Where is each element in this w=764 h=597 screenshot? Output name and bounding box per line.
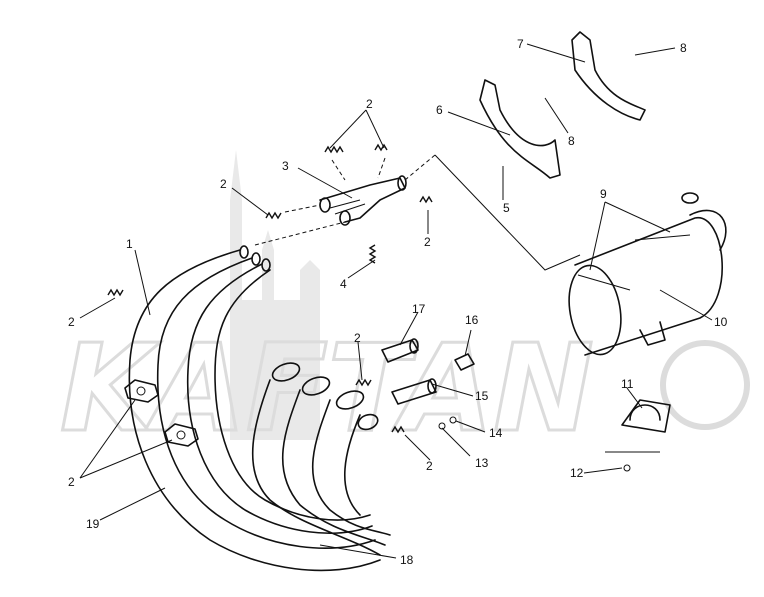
- callout-4: 4: [340, 277, 347, 291]
- callout-19: 19: [86, 517, 100, 531]
- callout-12: 12: [570, 466, 584, 480]
- flange-11: [605, 399, 671, 472]
- assembly-lines: [254, 154, 581, 271]
- spring-h: [391, 425, 405, 434]
- callout-2-g: 2: [68, 475, 75, 489]
- callout-2-a: 2: [68, 315, 75, 329]
- washer-14: [449, 416, 457, 424]
- spring-g: [355, 378, 372, 387]
- watermark: KAFTAN: [59, 150, 750, 461]
- sleeve-15: [391, 379, 437, 405]
- muffler-10: [568, 192, 727, 356]
- callout-10: 10: [714, 315, 728, 329]
- bracket-6: [479, 79, 561, 179]
- callout-16: 16: [465, 313, 479, 327]
- y-pipe-3: [319, 175, 407, 226]
- callout-17: 17: [412, 302, 426, 316]
- callout-5: 5: [503, 201, 510, 215]
- callout-2-e: 2: [354, 331, 361, 345]
- clamp-9: [577, 234, 691, 291]
- watermark-church-silhouette: [230, 150, 320, 440]
- callout-18: 18: [400, 553, 414, 567]
- bracket-7: [571, 31, 646, 121]
- callout-7: 7: [517, 37, 524, 51]
- callout-15: 15: [475, 389, 489, 403]
- callout-2-d: 2: [424, 235, 431, 249]
- nut-13: [438, 422, 446, 430]
- callout-8-a: 8: [680, 41, 687, 55]
- brackets: [479, 31, 646, 179]
- header-pipes-18: [251, 362, 391, 556]
- callout-11: 11: [621, 377, 634, 391]
- spring-a: [324, 145, 344, 154]
- spring-d: [419, 195, 433, 204]
- spring-b: [374, 143, 388, 152]
- callout-2-b: 2: [220, 177, 227, 191]
- callout-8-b: 8: [568, 134, 575, 148]
- header-pipe-19: [128, 245, 381, 572]
- springs: [107, 143, 433, 434]
- callout-labels: 1 2 2 2 2 2 2 2 3 4 5 6 7 8 8 9 10 11 12…: [68, 37, 728, 567]
- watermark-wheel: [660, 340, 750, 430]
- callout-3: 3: [282, 159, 289, 173]
- callout-13: 13: [475, 456, 489, 470]
- callout-6: 6: [436, 103, 443, 117]
- callout-14: 14: [489, 426, 503, 440]
- callout-2-c: 2: [366, 97, 373, 111]
- spring-c: [265, 211, 282, 220]
- spring-f: [107, 288, 124, 297]
- callout-2-f: 2: [426, 459, 433, 473]
- callout-1: 1: [126, 237, 133, 251]
- spring-e: [368, 244, 377, 264]
- cap-16: [454, 353, 475, 371]
- callout-9: 9: [600, 187, 607, 201]
- sleeves: [381, 338, 475, 430]
- leader-lines: [79, 43, 713, 559]
